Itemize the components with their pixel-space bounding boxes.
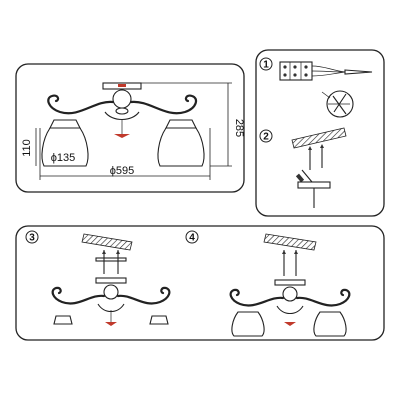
step-4-marker <box>185 230 199 244</box>
right-shade <box>157 127 205 167</box>
step-3-marker <box>25 230 39 244</box>
bottom-finial-3 <box>105 322 117 326</box>
bottom-finial <box>114 134 130 138</box>
right-arm <box>129 94 198 115</box>
bracket-plate-3 <box>95 257 127 262</box>
right-arm-3 <box>116 286 171 305</box>
wires-icon <box>311 65 373 77</box>
center-body-3 <box>103 284 119 300</box>
step-1-marker <box>259 57 273 71</box>
cable-icon <box>344 69 373 75</box>
left-shade-4 <box>231 311 265 337</box>
left-socket-3 <box>53 315 73 325</box>
right-arm-4 <box>295 288 351 307</box>
steps-1-2-panel: 1 2 <box>255 49 385 217</box>
step-3-panel: 3 <box>15 225 385 341</box>
step-1-number: 1 <box>263 60 269 71</box>
step-4-area: 4 <box>185 230 351 337</box>
canopy-accent <box>118 84 126 87</box>
step-4-number: 4 <box>189 233 195 244</box>
left-arm-3 <box>51 286 106 305</box>
total-diameter-label: ϕ595 <box>110 165 135 177</box>
canopy-plate-4 <box>274 279 306 286</box>
left-arm <box>47 94 115 115</box>
left-shade-holder <box>49 119 81 129</box>
step-2-marker <box>259 129 273 143</box>
center-body-4 <box>282 286 298 302</box>
step-3-number: 3 <box>29 233 35 244</box>
right-shade-holder <box>165 119 197 129</box>
wire-cutter-icon <box>321 90 354 118</box>
ceiling-hatch-4 <box>263 233 317 251</box>
right-shade-4 <box>313 311 347 337</box>
ceiling-hatch-3 <box>81 233 133 251</box>
center-cap <box>115 107 129 115</box>
dimension-panel: 285 110 ϕ135 ϕ595 <box>15 63 245 193</box>
shade-diameter-label: ϕ135 <box>51 152 76 164</box>
left-arm-4 <box>229 288 285 307</box>
ceiling-hatch <box>291 127 347 149</box>
steps-1-2-frame <box>255 49 385 217</box>
mounting-screws-icon <box>308 144 324 170</box>
lower-arm-curve <box>104 111 140 121</box>
shade-height-label: 110 <box>21 139 33 157</box>
step-2-number: 2 <box>263 132 269 143</box>
total-height-label: 285 <box>233 119 245 137</box>
right-socket-3 <box>149 315 169 325</box>
canopy-plate-3 <box>95 277 127 284</box>
screwdriver-icon <box>295 169 313 183</box>
bottom-finial-4 <box>284 322 296 326</box>
